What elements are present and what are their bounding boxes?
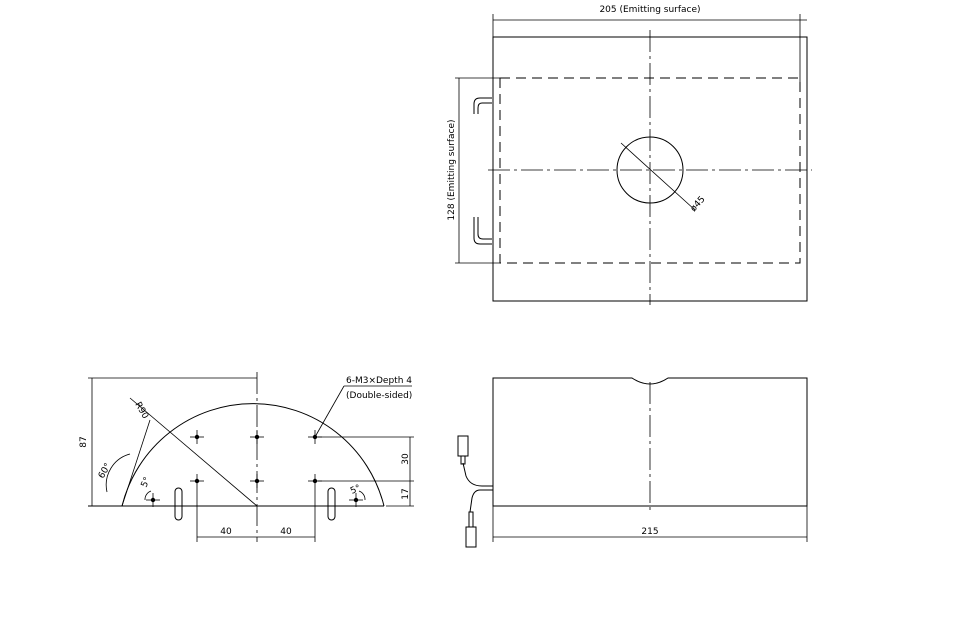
upper-cable: [462, 462, 493, 487]
dim-30-label: 30: [401, 453, 411, 465]
top-height-label: 128 (Emitting surface): [447, 119, 457, 220]
dim-40-left-label: 40: [220, 527, 232, 537]
holes-label: 6-M3×Depth 4: [346, 376, 412, 386]
left-angle-label: 5°: [140, 476, 153, 490]
central-hole: [616, 136, 684, 204]
hole-marker: [190, 474, 204, 488]
top-bracket-lower-inner: [477, 217, 492, 240]
hole-marker: [190, 430, 204, 444]
top-bracket-lower: [473, 217, 492, 245]
angle-label: 60°: [97, 462, 114, 481]
lower-cable: [469, 489, 493, 513]
right-slot: [327, 487, 336, 521]
right-angle-label: 5°: [349, 483, 363, 496]
height-label: 87: [79, 436, 89, 447]
dim-17-label: 17: [401, 488, 411, 499]
upper-connector: [457, 435, 469, 457]
mounting-holes: [190, 430, 322, 488]
hole-marker: [250, 430, 264, 444]
hole-diameter-label: ø45: [689, 195, 708, 214]
top-width-label: 205 (Emitting surface): [599, 5, 700, 15]
left-angle-mark: 5°: [140, 476, 160, 507]
angle-leg-line: [121, 419, 151, 507]
side-semicircle-arc: [121, 403, 385, 507]
hole-leader-line: [620, 142, 696, 211]
side-view: 87 R90 60° 6-M3×Depth 4 (Double-sided) 3…: [79, 372, 414, 542]
hole-marker: [250, 474, 264, 488]
holes-leader-line: [314, 385, 345, 438]
cable-connectors: [457, 435, 493, 548]
front-body-outline: [492, 377, 808, 507]
upper-connector-neck: [460, 455, 466, 465]
left-slot: [174, 487, 183, 521]
lower-connector: [465, 526, 477, 548]
front-width-label: 215: [641, 527, 658, 537]
dim-40-right-label: 40: [280, 527, 292, 537]
top-bracket-upper: [473, 97, 492, 114]
lower-connector-neck: [468, 511, 474, 528]
radius-label: R90: [132, 401, 150, 422]
top-view: 205 (Emitting surface) 128 (Emitting sur…: [447, 5, 812, 305]
top-bracket-upper-inner: [477, 102, 492, 114]
front-view: 215: [457, 377, 808, 548]
radius-leader-line: [129, 397, 258, 507]
right-angle-mark: 5°: [349, 483, 366, 507]
angle-arc: [105, 453, 131, 493]
holes-sided-label: (Double-sided): [346, 391, 412, 401]
